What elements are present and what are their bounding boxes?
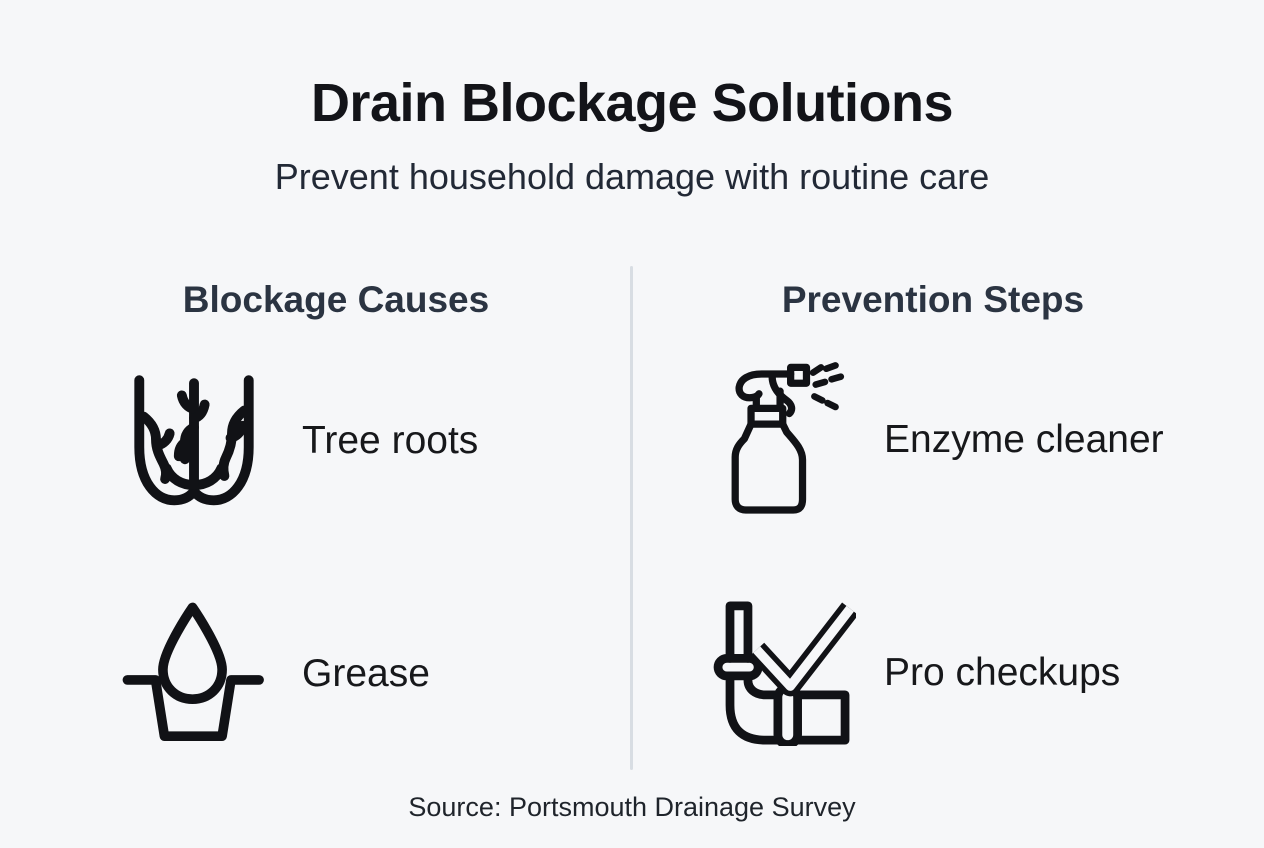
column-header-prevention-steps: Prevention Steps <box>781 279 1085 320</box>
pipe-check-icon <box>710 600 856 746</box>
tree-roots-icon <box>118 365 270 517</box>
page-subtitle: Prevent household damage with routine ca… <box>274 156 990 197</box>
item-label: Tree roots <box>302 419 479 462</box>
column-divider <box>630 266 633 770</box>
item-label: Grease <box>302 652 430 695</box>
list-item-grease: Grease <box>120 600 430 748</box>
list-item-pro-checkups: Pro checkups <box>710 600 1120 746</box>
list-item-tree-roots: Tree roots <box>118 365 478 517</box>
item-label: Enzyme cleaner <box>884 418 1164 461</box>
list-item-enzyme-cleaner: Enzyme cleaner <box>722 362 1164 518</box>
source-note: Source: Portsmouth Drainage Survey <box>408 792 856 822</box>
spray-bottle-icon <box>722 362 854 518</box>
grease-drop-icon <box>120 600 268 748</box>
page-title: Drain Blockage Solutions <box>310 73 954 133</box>
column-header-blockage-causes: Blockage Causes <box>182 279 490 320</box>
item-label: Pro checkups <box>884 651 1121 694</box>
